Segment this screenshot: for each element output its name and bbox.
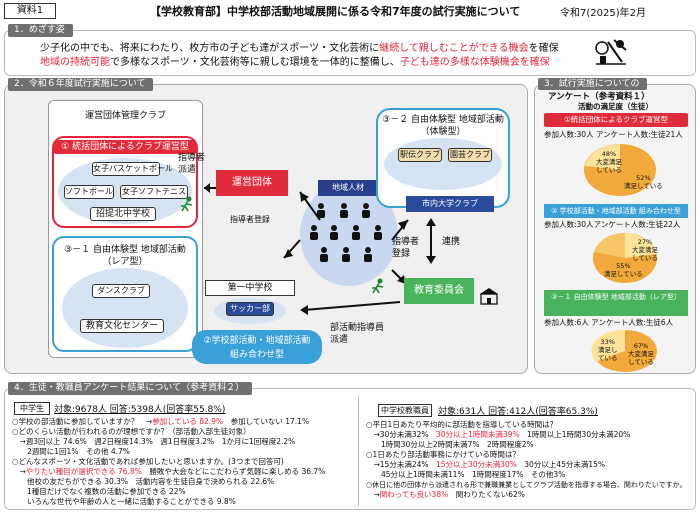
instructor-reg: 指導者登録 [230, 215, 270, 224]
type2-subtitle: 組み合わせ型 [229, 350, 284, 360]
board-box: 教育委員会 [404, 278, 474, 304]
vision-box [4, 30, 696, 76]
students-line: 2週間に1回1% その他 4.7% [12, 447, 130, 456]
vision-text: 少子化の中でも、将来にわたり、枚方市の子ども達がスポーツ・文化芸術に継続して親し… [40, 43, 559, 68]
local-talent-label: 地域人材 [318, 180, 378, 196]
pie1-label-b: 52%満足している [624, 174, 663, 190]
dispatch-arrow-3 [300, 301, 401, 315]
culture-center: 教育文化センター [80, 319, 164, 333]
teachers-line: ○休日に他の団体から派遣される形で兼職兼業としてクラブ活動を指導する場合、関わり… [366, 481, 687, 489]
instructor-dispatch-1: 指導者派遣 [178, 153, 206, 175]
section4-tab: 4．生徒・教職員アンケート結果について（参考資料２） [8, 382, 253, 395]
satisfaction-title: 活動の満足度（生徒） [578, 102, 653, 111]
type3-1-ellipse [62, 268, 188, 348]
club-ekiden: 駅伝クラブ [398, 148, 442, 162]
doc-date: 令和7(2025)年2月 [560, 8, 646, 19]
runner-icon [181, 196, 193, 212]
instructor-dispatch-3: 部活動指導員派遣 [330, 323, 385, 345]
students-line: ○どんなスポーツ・文化活動であれば参加したいと思いますか。(3つまで回答可) [12, 457, 284, 466]
instructor-reg-2: 指導者登録 [392, 237, 420, 259]
section3-tab-a: 3．試行実施についての [538, 78, 648, 90]
students-line: →週3回以上 74.6% 週2日程度14.3% 週1日程度3.2% 1か月に1回… [12, 437, 296, 446]
section1-tab: 1．めざす姿 [8, 24, 73, 37]
type1-label: ① 統括団体によるクラブ運営型 [54, 140, 196, 154]
teachers-line: →30分未満32% 30分以上1時間未満39% 1時間以上1時間30分未満20% [366, 430, 631, 439]
club-girls-basketball: 女子バスケットボール [92, 162, 173, 176]
pie3-label-b: 67%大変満足している [628, 342, 654, 366]
sports-culture-icon [595, 39, 627, 65]
students-label: 中学生 [14, 402, 50, 415]
cooperation-arrow [426, 218, 436, 264]
students-line: ○どのくらい活動が行われるのが理想ですか？（部活動入部生徒対象） [12, 427, 251, 436]
type3-1-subtitle: （レア型） [102, 257, 148, 267]
survey-type2: ② 学校部活動・地域部活動 組み合わせ型 [544, 204, 688, 218]
survey-stat1: 参加人数:30人 アンケート人数:生徒21人 [544, 130, 683, 139]
survey-stat2: 参加人数:30人アンケート人数:生徒22人 [544, 220, 681, 229]
teachers-target: 対象:631人 回答:412人(回答率65.3%) [438, 407, 598, 417]
pie2-label-a: 27%大変満足している [632, 238, 658, 262]
results-box [4, 388, 696, 510]
doc-label: 資料1 [4, 3, 56, 19]
doc-title: 【学校教育部】中学校部活動地域展開に係る令和7年度の試行実施について [150, 5, 521, 18]
teachers-line: 1時間30分以上2時間未満7% 2時間程度2% [366, 440, 534, 449]
people-icons [310, 203, 382, 262]
runner-icon-2 [372, 278, 384, 294]
club-gardening: 園芸クラブ [448, 148, 492, 162]
pie2-label-b: 55%満足している [604, 262, 643, 278]
survey-type1: ①統括団体によるクラブ運営型 [544, 113, 688, 127]
type3-2-title: ③－２ 自由体験型 地域部活動 [382, 115, 504, 125]
pie-chart-3 [591, 329, 657, 372]
school-shotaikita: 招提北中学校 [90, 207, 156, 221]
univ-club: 市内大学クラブ [406, 196, 494, 212]
students-line: ○学校の部活動に参加していますか？ →参加している 82.9% 参加していない … [12, 417, 310, 426]
teachers-results: ○平日1日あたり平均的に部活動を指導している時間は？ →30分未満32% 30分… [366, 420, 694, 500]
teachers-line: ○平日1日あたり平均的に部活動を指導している時間は？ [366, 420, 558, 429]
students-results: ○学校の部活動に参加していますか？ →参加している 82.9% 参加していない … [12, 417, 352, 507]
club-soccer: サッカー部 [226, 302, 274, 316]
club-org-title: 運営団体管理クラブ [84, 111, 166, 121]
teachers-line: 45分以上1時間未満11% 1時間程度17% その他3% [366, 470, 566, 479]
students-line: 1種目だけでなく複数の活動に参加できる 22% [12, 487, 186, 496]
students-line: 他校の友だちができる 30.3% 活動内容を生徒自身で決められる 22.6% [12, 477, 275, 486]
teachers-line: →関わっても良い38% 関わりたくない62% [366, 490, 525, 499]
club-girls-soft-tennis: 女子ソフトテニス [120, 185, 188, 199]
students-line: いろんな世代や年齢の人と一緒に活動することができる 9.8% [12, 497, 236, 506]
type2-box [192, 330, 322, 364]
students-target: 対象:9678人 回答:5398人(回答率55.8%) [54, 405, 226, 415]
survey-stat3: 参加人数:6人 アンケート人数:生徒6人 [544, 318, 674, 327]
club-dance: ダンスクラブ [92, 284, 150, 298]
section3-tab-b: アンケート（参考資料１） [548, 92, 650, 102]
school-building-icon [480, 288, 498, 305]
pie3-label-a: 33%満足している [598, 338, 618, 362]
org-box: 運営団体 [216, 170, 288, 196]
teachers-line: ○1日あたり部活動事務にかけている時間は？ [366, 450, 520, 459]
cooperation-label: 連携 [442, 237, 461, 247]
divider [358, 396, 359, 506]
teachers-label: 中学校教職員 [378, 404, 432, 417]
section2-tab: 2．令和６年度試行実施について [8, 78, 154, 91]
connector-arrows [283, 191, 409, 285]
pie1-label-a: 48%大変満足している [596, 150, 622, 174]
pie-chart-1 [584, 144, 656, 196]
type2-title: ②学校部活動・地域部活動 [203, 336, 311, 346]
survey-panel [534, 84, 696, 374]
type3-2-ellipse [384, 138, 502, 190]
type3-2-subtitle: （体験型） [420, 127, 466, 137]
club-softball: ソフトボール [64, 185, 114, 199]
teachers-line: →15分未満24% 15分以上30分未満30% 30分以上45分未満15% [366, 460, 606, 469]
survey-type3: ③－１ 自由体験型 地域部活動（レア型） [544, 290, 688, 316]
school-daiichi: 第一中学校 [205, 280, 295, 296]
pie-chart-2 [593, 233, 657, 283]
students-line: →やりたい種目が選択できる 76.8% 勝敗や大会などにこだわらず気軽に楽しめる… [12, 467, 326, 476]
type3-1-title: ③－１ 自由体験型 地域部活動 [64, 245, 186, 255]
